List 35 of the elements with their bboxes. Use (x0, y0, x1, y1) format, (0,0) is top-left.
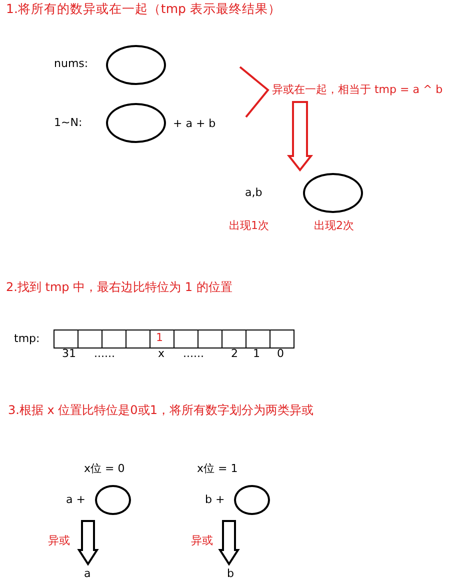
bit-index: 2 (231, 347, 238, 360)
bit-value: 1 (156, 331, 163, 344)
expression-text: + a + b (173, 117, 216, 130)
node-text: b (227, 567, 234, 580)
hollow-arrow (286, 101, 314, 172)
heading: 1.将所有的数异或在一起（tmp 表示最终结果） (6, 1, 281, 16)
edge-label: 异或 (191, 534, 213, 548)
edge-label: 异或 (48, 534, 70, 548)
bit-index: 0 (277, 347, 284, 360)
ellipse-shape (303, 173, 363, 213)
node-text: 异或在一起，相当于 tmp = a ^ b (272, 83, 443, 96)
ellipse-shape (234, 485, 270, 515)
ellipsis: ...... (94, 347, 115, 360)
array-label: tmp: (14, 332, 40, 346)
ellipsis: ...... (183, 347, 204, 360)
note-text: 出现2次 (314, 219, 354, 232)
hollow-arrow (77, 520, 99, 566)
node-text: a (84, 567, 91, 580)
bit-index: 31 (62, 347, 76, 360)
bit-index: x (158, 347, 165, 360)
ellipse-shape (106, 103, 166, 143)
note-text: 出现1次 (229, 219, 269, 232)
condition-label: x位 = 0 (84, 462, 125, 476)
bit-index: 1 (253, 347, 260, 360)
condition-label: x位 = 1 (197, 462, 238, 476)
range-label: 1~N: (54, 116, 82, 130)
array-label: nums: (54, 57, 88, 70)
heading: 2.找到 tmp 中，最右边比特位为 1 的位置 (6, 280, 232, 294)
heading: 3.根据 x 位置比特位是0或1，将所有数字划分为两类异或 (8, 403, 314, 418)
variable-label: a,b (245, 186, 262, 200)
expression-text: b + (205, 493, 225, 506)
expression-text: a + (66, 493, 86, 506)
hollow-arrow (218, 520, 240, 566)
ellipse-shape (95, 485, 131, 515)
ellipse-shape (106, 45, 166, 85)
